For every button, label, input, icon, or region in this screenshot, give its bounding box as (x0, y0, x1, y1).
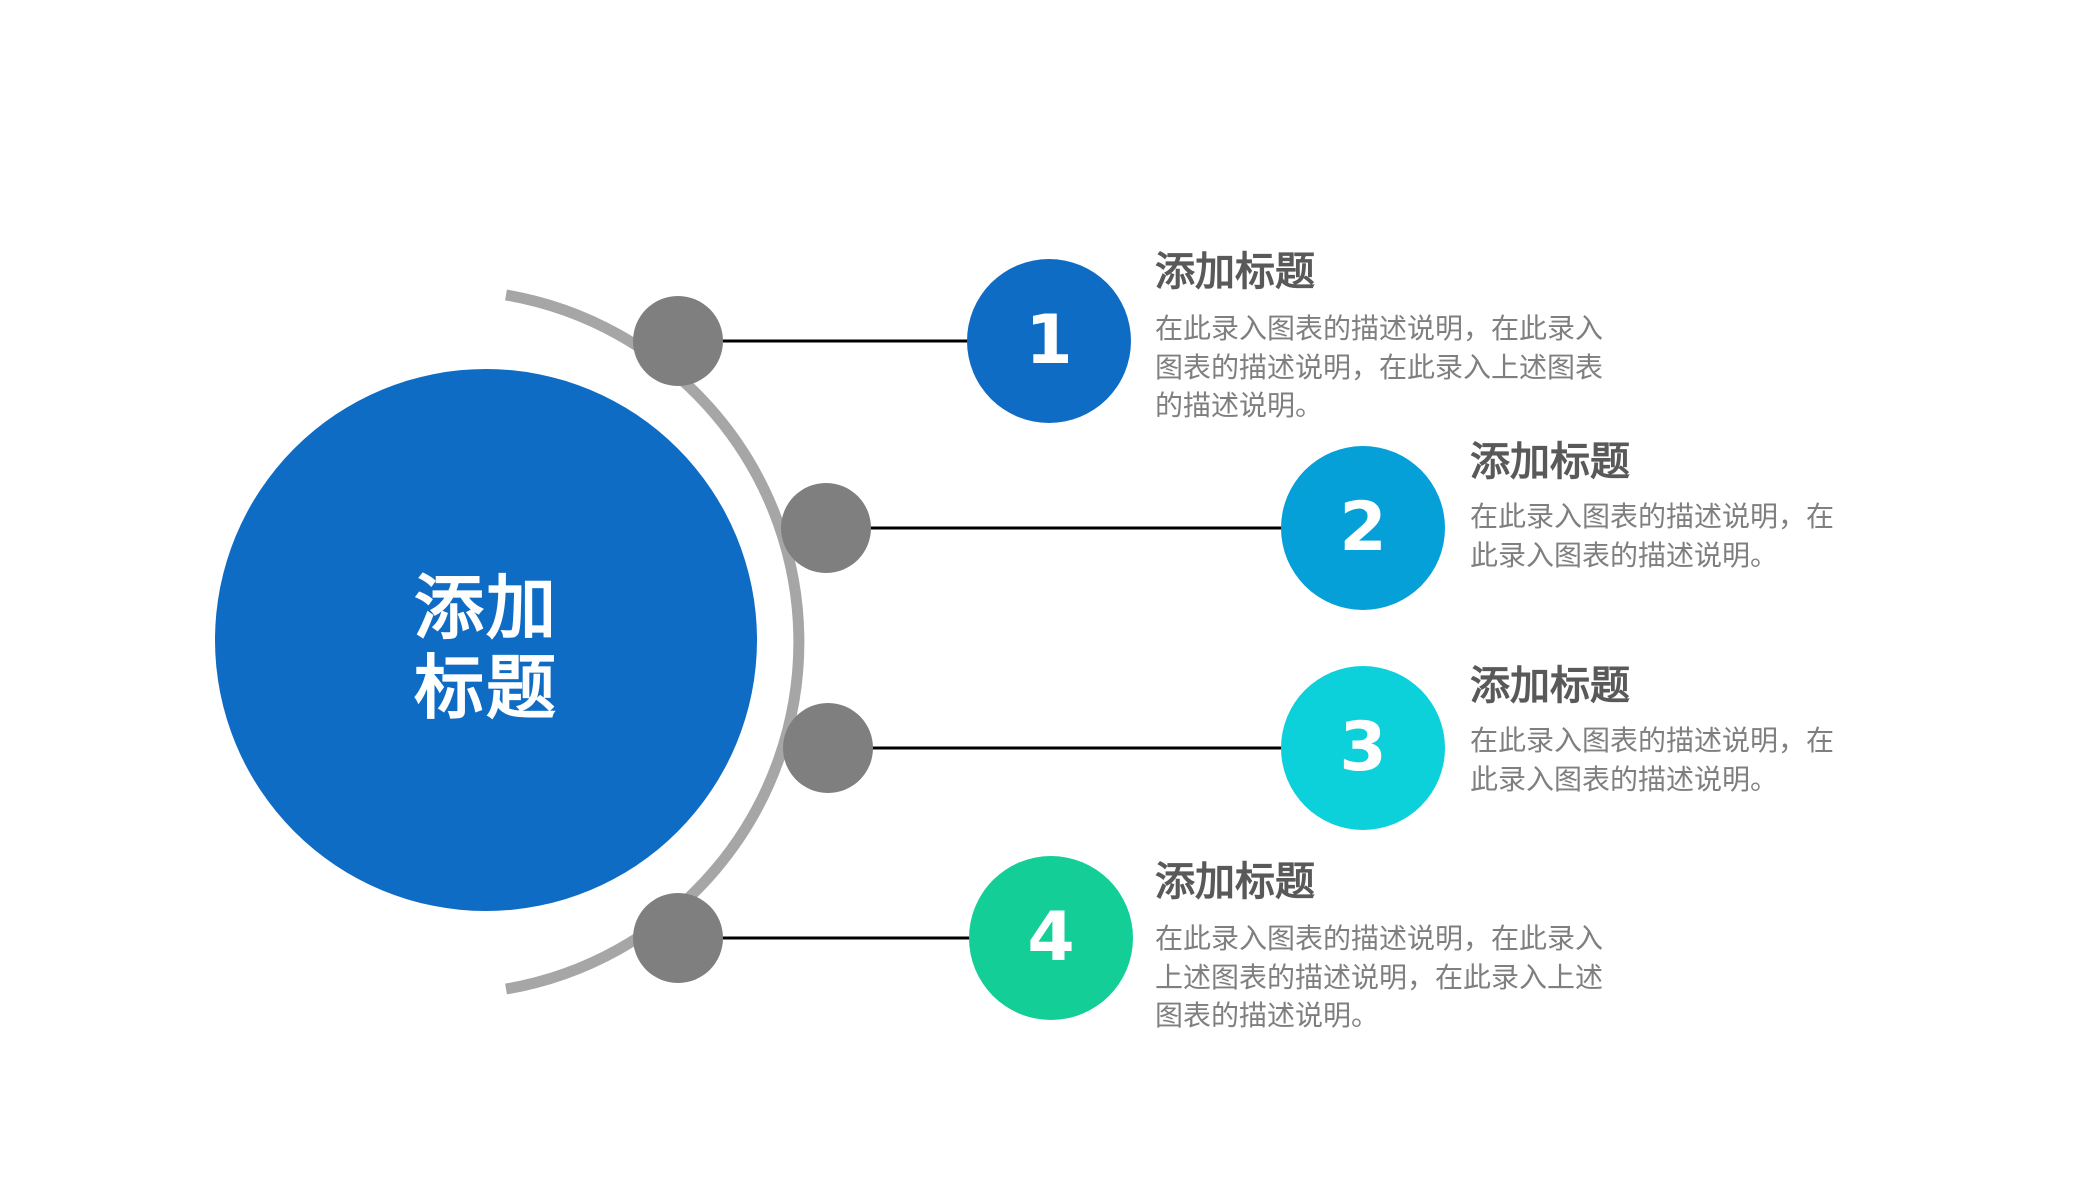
step-number-4: 4 (1027, 898, 1075, 977)
number-circle-1 (967, 259, 1131, 423)
step-number-3: 3 (1339, 708, 1387, 787)
number-circle-4 (969, 856, 1133, 1020)
number-circle-3 (1281, 666, 1445, 830)
center-title: 添加 标题 (216, 568, 756, 728)
step-number-2: 2 (1339, 488, 1387, 567)
step-description-1: 在此录入图表的描述说明，在此录入图表的描述说明，在此录入上述图表的描述说明。 (1155, 312, 1604, 422)
step-title-3: 添加标题 (1470, 663, 1630, 709)
center-title-line-1: 添加 (414, 567, 558, 649)
step-description-2: 在此录入图表的描述说明，在此录入图表的描述说明。 (1470, 500, 1835, 572)
step-description-4: 在此录入图表的描述说明，在此录入上述图表的描述说明，在此录入上述图表的描述说明。 (1155, 922, 1604, 1032)
arc-dot-4 (633, 893, 723, 983)
arc-dot-3 (783, 703, 873, 793)
center-title-line-2: 标题 (414, 647, 558, 729)
number-circle-2 (1281, 446, 1445, 610)
arc-dot-1 (633, 296, 723, 386)
step-title-2: 添加标题 (1470, 439, 1630, 485)
step-title-1: 添加标题 (1155, 249, 1315, 295)
main-circle (215, 369, 757, 911)
step-description-3: 在此录入图表的描述说明，在此录入图表的描述说明。 (1470, 724, 1835, 796)
step-title-4: 添加标题 (1155, 859, 1315, 905)
step-number-1: 1 (1025, 301, 1073, 380)
arc-dot-2 (781, 483, 871, 573)
